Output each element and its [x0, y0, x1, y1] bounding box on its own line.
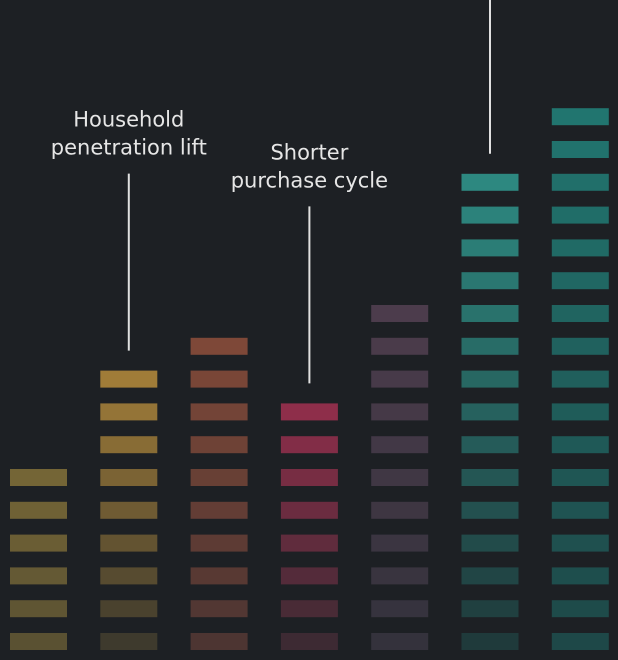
column-7-block-9 [551, 370, 609, 388]
column-4-block-2 [280, 600, 338, 618]
column-6-block-7 [461, 436, 519, 454]
column-1-block-2 [10, 600, 67, 618]
column-6-block-11 [461, 305, 519, 322]
column-6-block-4 [461, 534, 519, 552]
column-6-block-6 [461, 469, 519, 486]
column-4-block-8 [280, 403, 338, 421]
column-3-block-4 [190, 534, 248, 552]
column-5-block-8 [371, 403, 429, 421]
column-5-block-7 [371, 436, 429, 454]
annotation-2: Shorter purchase cycle [231, 140, 388, 384]
column-1-block-5 [10, 501, 67, 519]
column-5-block-10 [371, 337, 429, 355]
column-7-block-13 [551, 239, 609, 257]
column-6-block-2 [461, 600, 519, 618]
column-6 [461, 173, 519, 650]
column-6-block-1 [461, 633, 519, 650]
column-4-block-1 [280, 633, 338, 650]
column-7 [551, 108, 609, 650]
annotation-1: Household penetration lift [51, 108, 207, 351]
column-7-block-12 [551, 272, 609, 290]
column-3-block-6 [190, 469, 248, 486]
column-5-block-9 [371, 370, 429, 388]
column-7-block-15 [551, 173, 609, 191]
column-5-block-5 [371, 501, 429, 519]
column-3-block-10 [190, 337, 248, 355]
column-7-block-16 [551, 141, 609, 158]
column-5-block-6 [371, 469, 429, 486]
column-4-block-7 [280, 436, 338, 454]
column-6-block-14 [461, 206, 519, 224]
column-2-block-6 [100, 469, 158, 486]
column-4-block-4 [280, 534, 338, 552]
column-7-block-6 [551, 469, 609, 486]
column-2-block-2 [100, 600, 158, 618]
annotation-label: purchase cycle [231, 168, 388, 192]
column-1-block-3 [10, 567, 67, 585]
column-6-block-12 [461, 272, 519, 290]
column-7-block-11 [551, 305, 609, 322]
column-3-block-5 [190, 501, 248, 519]
column-2-block-9 [100, 370, 158, 388]
column-3-block-8 [190, 403, 248, 421]
column-3-block-9 [190, 370, 248, 388]
column-7-block-17 [551, 108, 609, 126]
block-columns [10, 108, 609, 650]
column-2-block-5 [100, 501, 158, 519]
column-5-block-11 [371, 305, 429, 322]
column-3 [190, 337, 248, 650]
column-2 [100, 370, 158, 650]
column-2-block-7 [100, 436, 158, 454]
column-4-block-6 [280, 469, 338, 486]
column-6-block-15 [461, 173, 519, 191]
column-5-block-1 [371, 633, 429, 650]
column-3-block-2 [190, 600, 248, 618]
column-2-block-1 [100, 633, 158, 650]
column-7-block-14 [551, 206, 609, 224]
column-2-block-4 [100, 534, 158, 552]
column-1-block-6 [10, 469, 67, 486]
column-7-block-10 [551, 337, 609, 355]
column-5-block-3 [371, 567, 429, 585]
annotations: Household penetration lift Shorter purchase… [51, 0, 491, 384]
column-7-block-3 [551, 567, 609, 585]
column-6-block-9 [461, 370, 519, 388]
column-5-block-4 [371, 534, 429, 552]
annotation-label: Shorter [270, 140, 348, 164]
column-2-block-8 [100, 403, 158, 421]
column-6-block-8 [461, 403, 519, 421]
column-1 [10, 469, 67, 650]
column-7-block-7 [551, 436, 609, 454]
column-4-block-3 [280, 567, 338, 585]
column-3-block-3 [190, 567, 248, 585]
column-7-block-2 [551, 600, 609, 618]
column-6-block-3 [461, 567, 519, 585]
column-7-block-8 [551, 403, 609, 421]
column-7-block-5 [551, 501, 609, 519]
column-4-block-5 [280, 501, 338, 519]
column-6-block-13 [461, 239, 519, 257]
column-3-block-7 [190, 436, 248, 454]
column-7-block-1 [551, 633, 609, 650]
column-4 [280, 403, 338, 650]
annotation-label: Household [73, 108, 184, 132]
column-5 [371, 305, 429, 650]
annotation-label: penetration lift [51, 136, 207, 160]
column-3-block-1 [190, 633, 248, 650]
column-5-block-2 [371, 600, 429, 618]
column-2-block-3 [100, 567, 158, 585]
annotation-3: Incrementalsales lift [489, 0, 491, 154]
column-7-block-4 [551, 534, 609, 552]
column-6-block-5 [461, 501, 519, 519]
column-6-block-10 [461, 337, 519, 355]
column-1-block-1 [10, 633, 67, 650]
column-1-block-4 [10, 534, 67, 552]
